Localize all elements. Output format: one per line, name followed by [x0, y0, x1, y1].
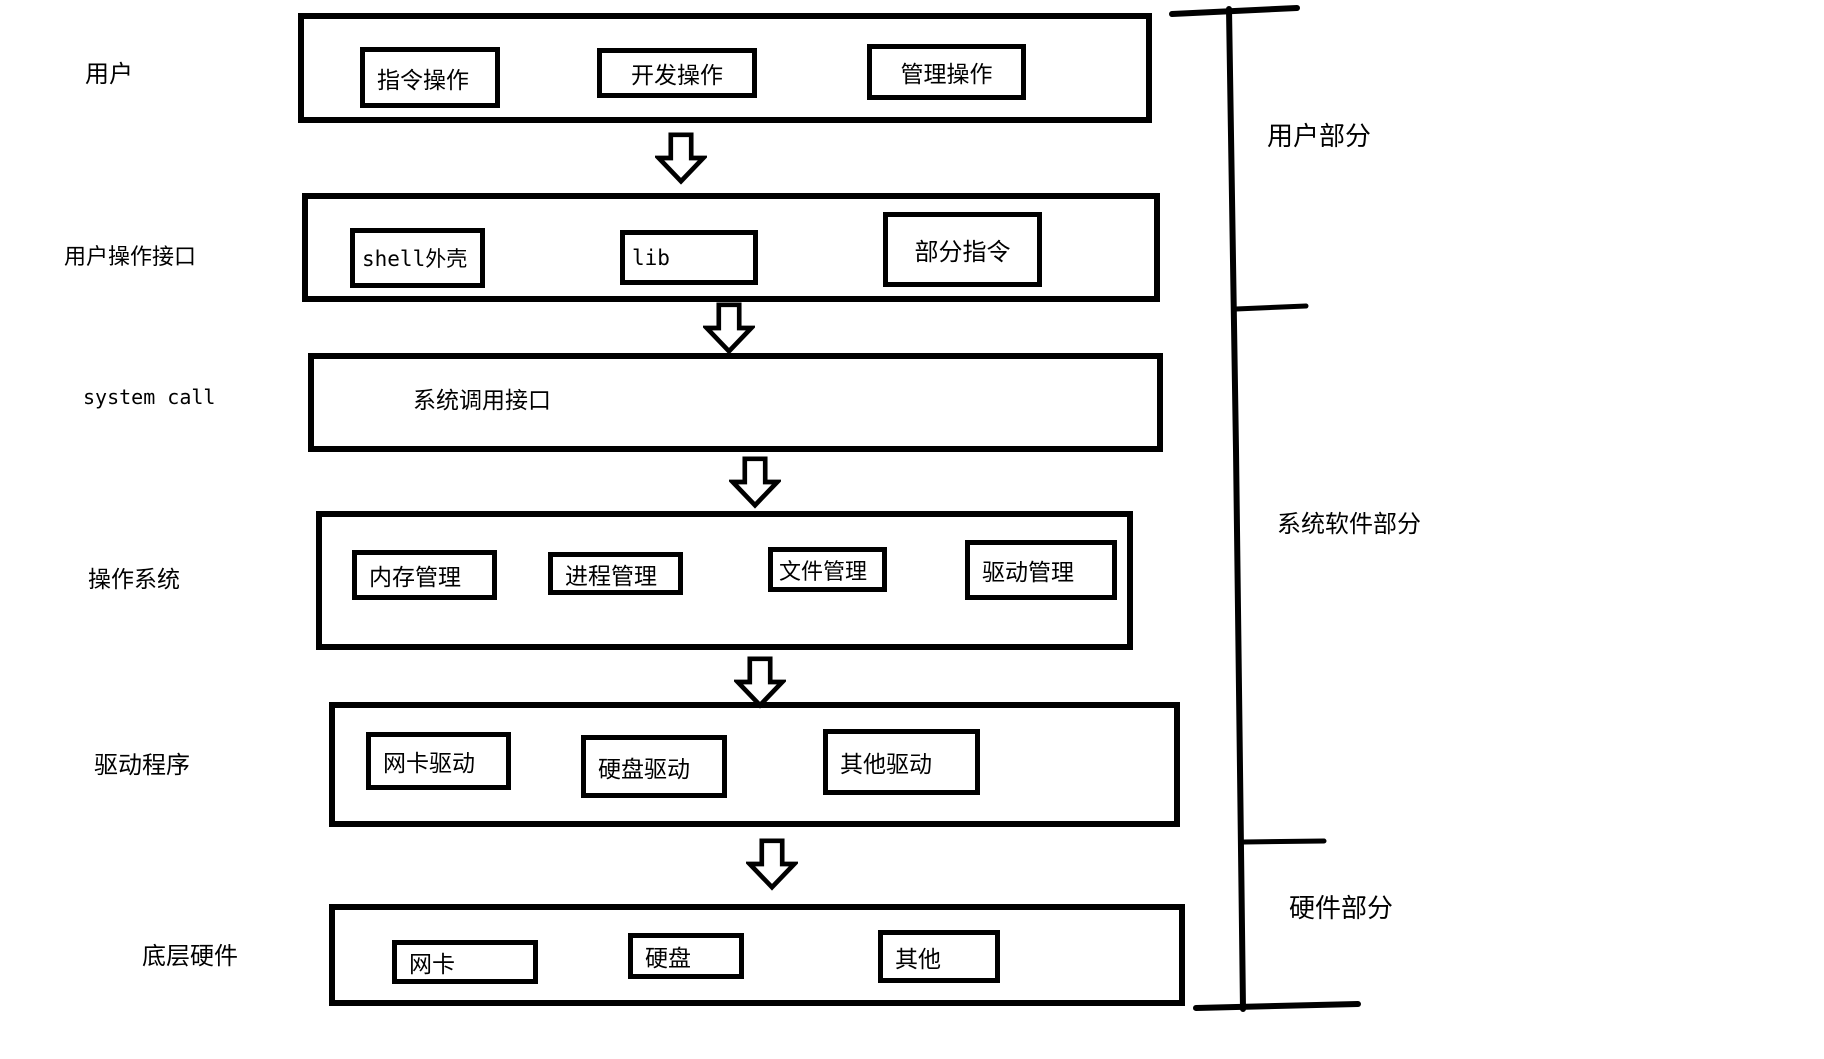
- box-development-operation: 开发操作: [597, 48, 757, 98]
- box-driver-management: 驱动管理: [965, 540, 1117, 600]
- box-label: 指令操作: [377, 67, 469, 93]
- layer-box-user-operation-interface: shell外壳 lib 部分指令: [302, 193, 1160, 302]
- box-lib: lib: [620, 230, 758, 285]
- box-label: 开发操作: [631, 63, 723, 88]
- box-label: lib: [632, 245, 670, 270]
- box-nic: 网卡: [392, 940, 538, 984]
- down-arrow-icon-3: [729, 456, 781, 509]
- box-label: 其他驱动: [840, 752, 932, 777]
- box-label: 驱动管理: [982, 560, 1074, 585]
- row-label-driver-program: 驱动程序: [94, 753, 190, 779]
- box-label: 网卡: [409, 952, 455, 977]
- box-label: 其他: [895, 946, 941, 972]
- layer-box-hardware: 网卡 硬盘 其他: [329, 904, 1185, 1006]
- bracket-line-bottom: [1193, 1001, 1361, 1011]
- down-arrow-icon-1: [655, 132, 707, 185]
- box-label: 硬盘: [645, 946, 691, 971]
- box-file-management: 文件管理: [768, 547, 887, 592]
- row-label-system-call: system call: [83, 385, 216, 409]
- box-label: shell外壳: [362, 247, 468, 271]
- box-other: 其他: [878, 930, 1000, 983]
- bracket-tick-middle: [1233, 303, 1309, 312]
- row-label-user-operation-interface: 用户操作接口: [64, 244, 197, 269]
- bracket-line-vertical: [1226, 6, 1246, 1012]
- box-label: 网卡驱动: [383, 751, 475, 776]
- bracket-tick-lower: [1241, 838, 1327, 845]
- row-label-underlying-hardware: 底层硬件: [142, 944, 238, 970]
- row-label-user: 用户: [85, 62, 133, 88]
- box-other-drivers: 其他驱动: [823, 729, 980, 795]
- box-label: 文件管理: [779, 558, 868, 584]
- box-label: 部分指令: [914, 240, 1011, 266]
- section-label-hardware-part: 硬件部分: [1289, 894, 1394, 923]
- box-management-operation: 管理操作: [867, 44, 1026, 100]
- section-label-user-part: 用户部分: [1267, 122, 1372, 151]
- box-label: 进程管理: [565, 563, 657, 589]
- down-arrow-icon-5: [746, 838, 798, 891]
- box-label: 内存管理: [369, 565, 461, 590]
- system-call-interface-text: 系统调用接口: [413, 388, 551, 413]
- row-label-operating-system: 操作系统: [88, 567, 180, 592]
- box-disk-driver: 硬盘驱动: [581, 735, 727, 798]
- layer-box-drivers: 网卡驱动 硬盘驱动 其他驱动: [329, 702, 1180, 827]
- bracket-tick-top: [1169, 5, 1300, 17]
- section-label-system-software-part: 系统软件部分: [1277, 512, 1421, 538]
- layer-box-system-call: 系统调用接口: [308, 353, 1163, 452]
- box-command-operation: 指令操作: [360, 47, 500, 108]
- box-label: 硬盘驱动: [598, 756, 690, 782]
- box-label: 管理操作: [900, 62, 993, 87]
- down-arrow-icon-2: [703, 302, 755, 355]
- down-arrow-icon-4: [734, 656, 786, 709]
- layer-box-user: 指令操作 开发操作 管理操作: [298, 13, 1152, 123]
- layer-box-operating-system: 内存管理 进程管理 文件管理 驱动管理: [316, 511, 1133, 650]
- box-process-management: 进程管理: [548, 552, 683, 595]
- box-nic-driver: 网卡驱动: [366, 732, 511, 790]
- box-shell: shell外壳: [350, 228, 485, 288]
- box-disk: 硬盘: [628, 933, 744, 979]
- box-memory-management: 内存管理: [352, 550, 497, 600]
- box-partial-commands: 部分指令: [883, 212, 1042, 287]
